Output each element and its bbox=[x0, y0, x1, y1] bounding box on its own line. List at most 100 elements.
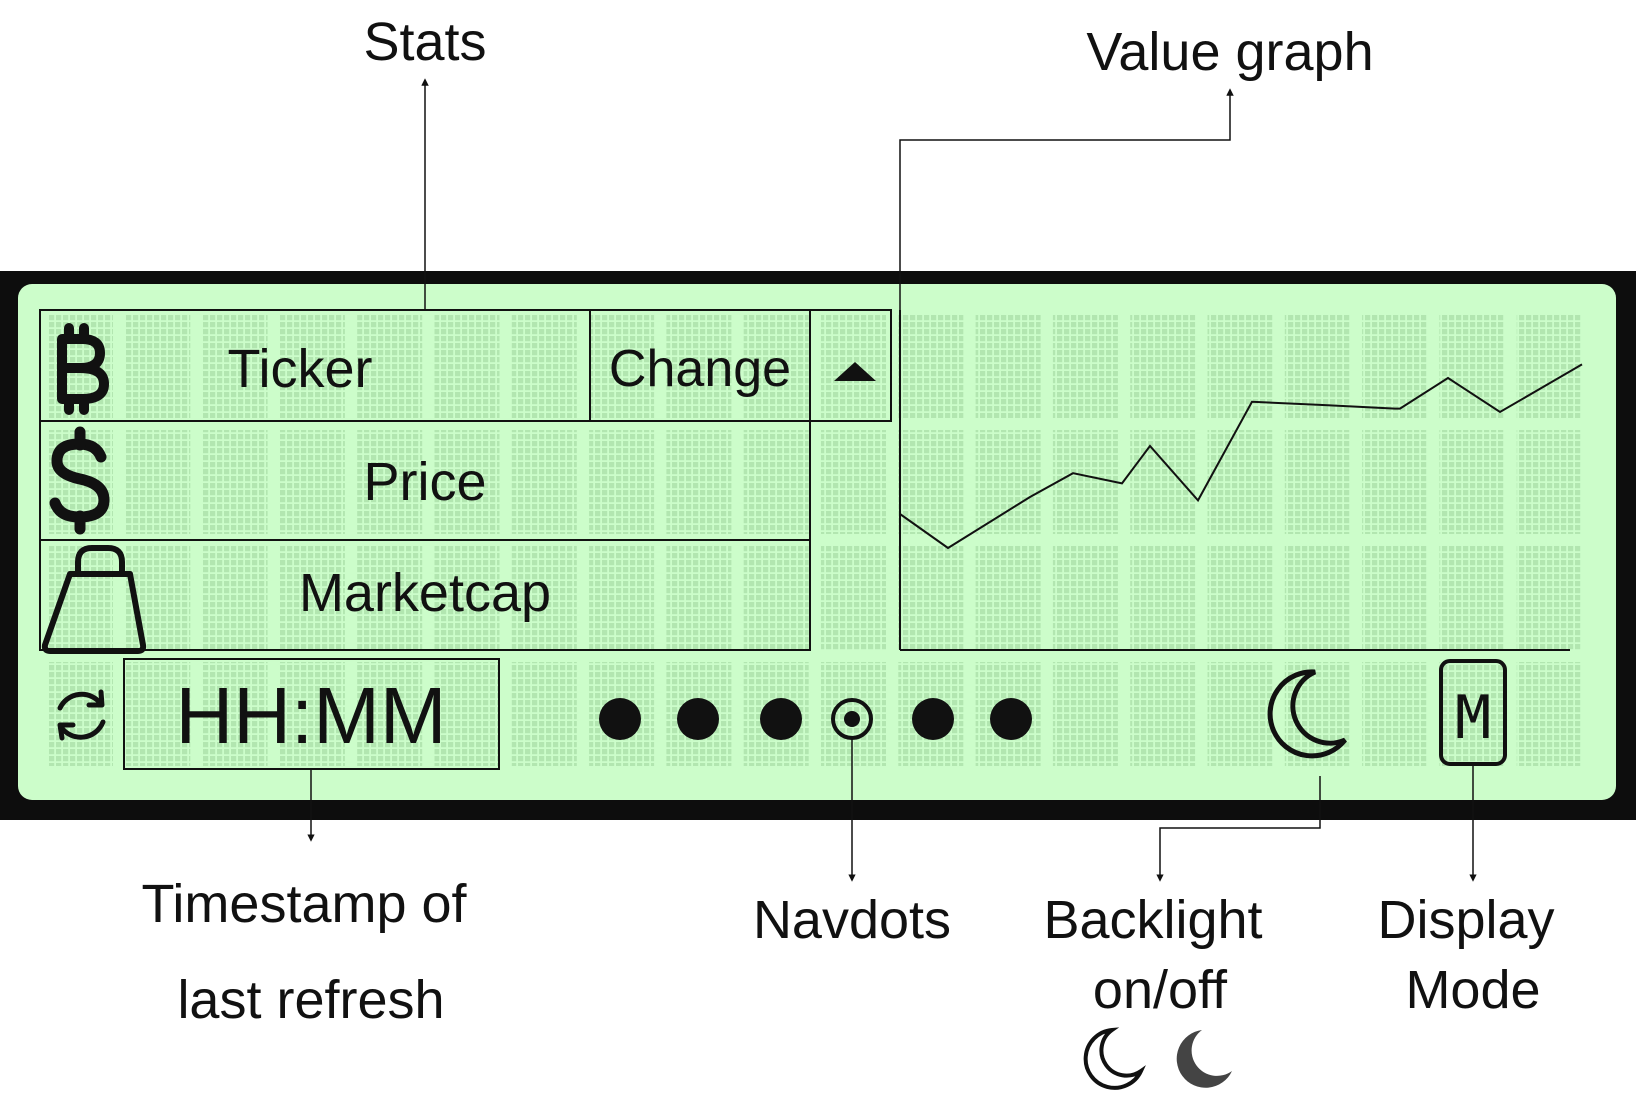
lcd-cell bbox=[666, 314, 732, 418]
shopping-bag-icon bbox=[41, 545, 147, 654]
lcd-cell bbox=[666, 430, 732, 534]
value-graph-callout: Value graph bbox=[1086, 22, 1373, 82]
lcd-cell bbox=[357, 662, 423, 766]
lcd-cell bbox=[279, 662, 345, 766]
lcd-cell bbox=[511, 546, 577, 650]
lcd-cell bbox=[1052, 662, 1118, 766]
lcd-cell bbox=[666, 546, 732, 650]
lcd-cell bbox=[1516, 546, 1582, 650]
lcd-cell bbox=[125, 430, 191, 534]
lcd-cell bbox=[898, 546, 964, 650]
timestamp-callout-line2: last refresh bbox=[177, 970, 444, 1030]
lcd-cell bbox=[202, 546, 268, 650]
lcd-cell bbox=[821, 546, 886, 650]
lcd-cell bbox=[434, 314, 500, 418]
backlight-callout-line1: Backlight bbox=[1043, 890, 1262, 950]
navdot[interactable] bbox=[990, 698, 1032, 740]
lcd-cell bbox=[1439, 662, 1505, 766]
timestamp-callout-line1: Timestamp of bbox=[141, 874, 467, 934]
bitcoin-icon bbox=[57, 323, 109, 415]
leader-lines bbox=[307, 78, 1477, 882]
lcd-cell bbox=[975, 314, 1041, 418]
lcd-cell bbox=[202, 662, 268, 766]
lcd-cell bbox=[434, 662, 500, 766]
lcd-cell bbox=[48, 662, 113, 766]
graph-line bbox=[899, 363, 1583, 550]
lcd-cell bbox=[1207, 662, 1273, 766]
lcd-cell bbox=[1207, 546, 1273, 650]
lcd-cell bbox=[975, 546, 1041, 650]
lcd-cell bbox=[434, 546, 500, 650]
lcd-cell bbox=[1052, 314, 1118, 418]
lcd-cell bbox=[511, 662, 577, 766]
lcd-cell bbox=[1207, 430, 1273, 534]
lcd-cell bbox=[202, 430, 268, 534]
display-mode-button[interactable]: M bbox=[1439, 659, 1507, 766]
lcd-cell bbox=[279, 314, 345, 418]
dollar-icon bbox=[49, 426, 110, 535]
lcd-cell bbox=[1516, 662, 1582, 766]
mode-m-icon: M bbox=[1455, 683, 1491, 753]
lcd-cell bbox=[511, 430, 577, 534]
lcd-cell bbox=[1052, 546, 1118, 650]
lcd-cell bbox=[1130, 662, 1196, 766]
up-triangle-icon bbox=[834, 362, 876, 381]
backlight-leader bbox=[1156, 776, 1321, 882]
lcd-cell bbox=[434, 430, 500, 534]
lcd-cell bbox=[821, 430, 886, 534]
lcd-cell bbox=[1284, 314, 1350, 418]
value-graph-leader bbox=[899, 88, 1234, 310]
lcd-cell bbox=[279, 546, 345, 650]
lcd-cell bbox=[1207, 314, 1273, 418]
stats-callout: Stats bbox=[363, 12, 486, 72]
lcd-cell bbox=[357, 314, 423, 418]
lcd-display bbox=[0, 271, 1636, 820]
lcd-cell bbox=[125, 662, 191, 766]
navdot[interactable] bbox=[599, 698, 641, 740]
lcd-cell bbox=[1362, 662, 1428, 766]
lcd-cell bbox=[1284, 546, 1350, 650]
navdot[interactable] bbox=[760, 698, 802, 740]
lcd-cell bbox=[1130, 314, 1196, 418]
lcd-cell bbox=[1516, 430, 1582, 534]
lcd-character-cells bbox=[48, 314, 1582, 766]
lcd-cell bbox=[1439, 546, 1505, 650]
backlight-moon-icon[interactable] bbox=[1267, 669, 1347, 759]
lcd-cell bbox=[589, 430, 655, 534]
lcd-cell bbox=[125, 314, 191, 418]
lcd-cell bbox=[279, 430, 345, 534]
price-label: Price bbox=[363, 452, 486, 512]
lcd-cell bbox=[357, 430, 423, 534]
lcd-cell bbox=[202, 314, 268, 418]
lcd-cell bbox=[1130, 430, 1196, 534]
timestamp-display: HH:MM bbox=[175, 671, 446, 760]
refresh-icon bbox=[57, 689, 106, 741]
navdot[interactable] bbox=[677, 698, 719, 740]
ticker-label: Ticker bbox=[228, 339, 373, 399]
navdot-active-center bbox=[844, 711, 860, 727]
lcd-cell bbox=[1362, 546, 1428, 650]
lcd-cell bbox=[1130, 546, 1196, 650]
moon-filled-icon bbox=[1176, 1030, 1232, 1088]
lcd-cell bbox=[1439, 430, 1505, 534]
display-mode-callout-line2: Mode bbox=[1405, 960, 1540, 1020]
navdots[interactable] bbox=[599, 698, 1032, 740]
lcd-cell bbox=[898, 430, 964, 534]
lcd-cell bbox=[975, 430, 1041, 534]
marketcap-label: Marketcap bbox=[299, 563, 551, 623]
change-label: Change bbox=[609, 340, 791, 398]
lcd-cell bbox=[1362, 430, 1428, 534]
moon-outline-icon bbox=[1083, 1027, 1146, 1090]
navdots-callout: Navdots bbox=[753, 890, 951, 950]
lcd-cell bbox=[1052, 430, 1118, 534]
lcd-cell bbox=[743, 546, 809, 650]
lcd-cell bbox=[1362, 314, 1428, 418]
lcd-cell bbox=[743, 430, 809, 534]
display-mode-callout-line1: Display bbox=[1377, 890, 1554, 950]
navdot[interactable] bbox=[912, 698, 954, 740]
mode-frame bbox=[1439, 659, 1507, 766]
backlight-callout-line2: on/off bbox=[1093, 960, 1228, 1020]
lcd-cell bbox=[1284, 430, 1350, 534]
lcd-cell bbox=[357, 546, 423, 650]
value-graph bbox=[899, 310, 1583, 651]
